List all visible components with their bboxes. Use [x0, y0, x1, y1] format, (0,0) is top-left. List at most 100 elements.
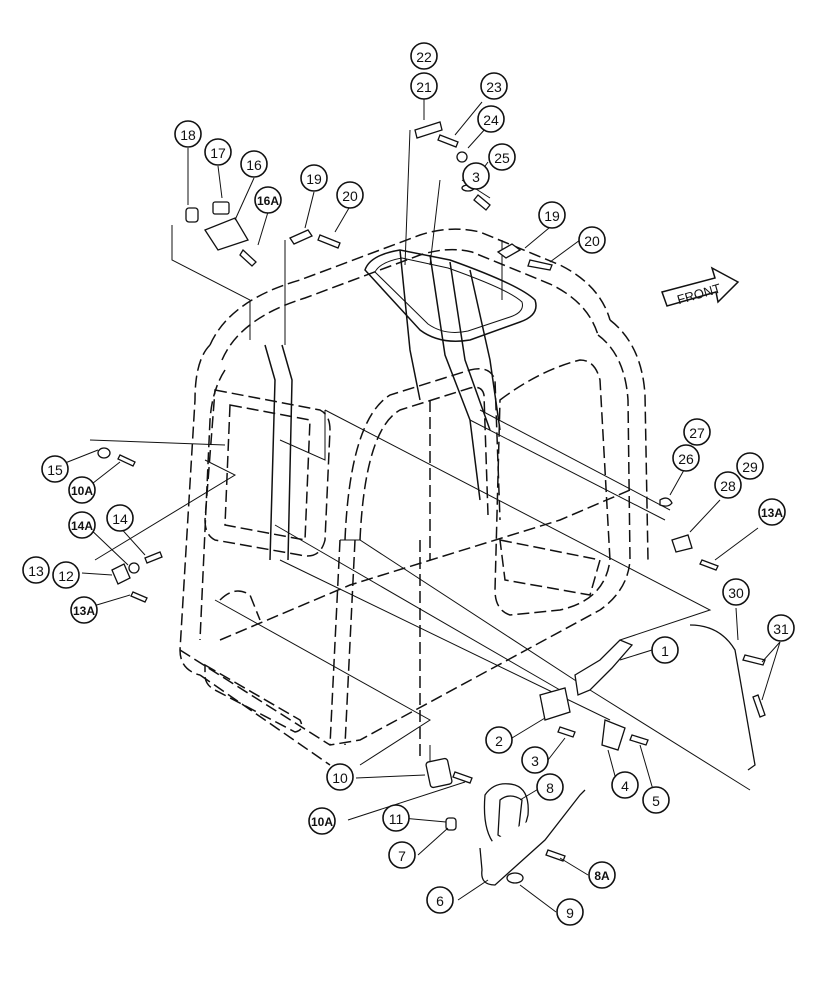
callout-circle — [477, 105, 505, 133]
callout-label: 2 — [495, 733, 503, 749]
callout-circle — [300, 164, 328, 192]
part-block-17 — [212, 201, 230, 215]
callout-20: 20 — [578, 226, 606, 254]
callout-19: 19 — [300, 164, 328, 192]
part-bolt-13a-right — [699, 559, 719, 571]
callout-circle — [521, 746, 549, 774]
callout-circle — [536, 773, 564, 801]
callout-9: 9 — [556, 898, 584, 926]
callout-circle — [538, 201, 566, 229]
cab-body — [179, 228, 649, 766]
callout-26: 26 — [672, 444, 700, 472]
callout-circle — [336, 181, 364, 209]
part-bolt-10a-lower — [452, 771, 473, 784]
part-bolt-14 — [144, 551, 163, 564]
callout-label: 29 — [742, 459, 758, 475]
callout-circle — [41, 455, 69, 483]
reference-lines — [89, 129, 751, 791]
callout-label: 16A — [257, 194, 279, 208]
callout-circle — [642, 786, 670, 814]
callout-27: 27 — [683, 418, 711, 446]
callout-13a: 13A — [70, 596, 98, 624]
callout-16a: 16A — [254, 186, 282, 214]
callout-circle — [204, 138, 232, 166]
callout-10a: 10A — [308, 807, 336, 835]
part-spacer-18 — [185, 207, 199, 223]
callout-16: 16 — [240, 150, 268, 178]
callout-30: 30 — [722, 578, 750, 606]
callout-circle — [758, 498, 786, 526]
callout-circle — [556, 898, 584, 926]
callout-circle — [588, 861, 616, 889]
callout-12: 12 — [52, 561, 80, 589]
callout-label: 17 — [210, 145, 226, 161]
callout-label: 27 — [689, 425, 705, 441]
part-bolt-20-left — [317, 234, 341, 249]
callout-label: 7 — [398, 848, 406, 864]
callout-1: 1 — [651, 636, 679, 664]
callout-15: 15 — [41, 455, 69, 483]
part-grommet-9 — [506, 872, 524, 884]
part-plate-19-right — [496, 243, 522, 259]
callout-circle — [485, 726, 513, 754]
callout-label: 4 — [621, 778, 629, 794]
callout-circle — [254, 186, 282, 214]
callout-label: 13A — [73, 604, 95, 618]
part-plate-4 — [601, 719, 626, 751]
front-label: FRONT — [675, 280, 722, 307]
callout-label: 9 — [566, 905, 574, 921]
callout-circle — [722, 578, 750, 606]
callout-label: 25 — [494, 150, 510, 166]
callout-label: 3 — [531, 753, 539, 769]
part-pin-7 — [445, 817, 457, 831]
callout-circle — [714, 471, 742, 499]
callout-label: 11 — [389, 811, 404, 827]
part-bolt-31-a — [742, 654, 766, 666]
callout-19: 19 — [538, 201, 566, 229]
callout-label: 3 — [472, 169, 480, 185]
callout-31: 31 — [767, 614, 795, 642]
callout-label: 6 — [436, 893, 444, 909]
part-bracket-21 — [414, 121, 443, 139]
part-screw-16a — [239, 248, 257, 267]
callout-circle — [70, 596, 98, 624]
callout-circle — [106, 504, 134, 532]
part-bolt-3-lower — [557, 726, 576, 738]
callout-2: 2 — [485, 726, 513, 754]
callout-label: 20 — [342, 188, 358, 204]
callout-circle — [578, 226, 606, 254]
callout-label: 14 — [112, 511, 128, 527]
callout-6: 6 — [426, 886, 454, 914]
callout-circle — [426, 886, 454, 914]
part-plate-16 — [204, 217, 249, 251]
part-bolt-31-b — [752, 694, 766, 718]
callout-circle — [410, 42, 438, 70]
callout-circle — [410, 72, 438, 100]
callout-5: 5 — [642, 786, 670, 814]
callout-21: 21 — [410, 72, 438, 100]
callout-3: 3 — [462, 162, 490, 190]
callout-label: 1 — [661, 643, 669, 659]
callout-label: 22 — [416, 49, 432, 65]
callout-label: 10A — [311, 815, 333, 829]
callout-4: 4 — [611, 771, 639, 799]
callout-10a: 10A — [68, 476, 96, 504]
parts — [97, 121, 766, 886]
callout-13a: 13A — [758, 498, 786, 526]
callout-leaders — [59, 98, 781, 913]
part-lever-1 — [574, 639, 634, 696]
callout-13: 13 — [22, 556, 50, 584]
callout-label: 21 — [416, 79, 432, 95]
callout-label: 19 — [306, 171, 322, 187]
callout-circle — [68, 511, 96, 539]
part-clip-26 — [659, 497, 673, 507]
callout-8: 8 — [536, 773, 564, 801]
callout-10: 10 — [326, 763, 354, 791]
callout-label: 14A — [71, 519, 93, 533]
callout-label: 31 — [773, 621, 789, 637]
front-direction-arrow: FRONT — [661, 266, 740, 307]
callout-label: 13A — [761, 506, 783, 520]
